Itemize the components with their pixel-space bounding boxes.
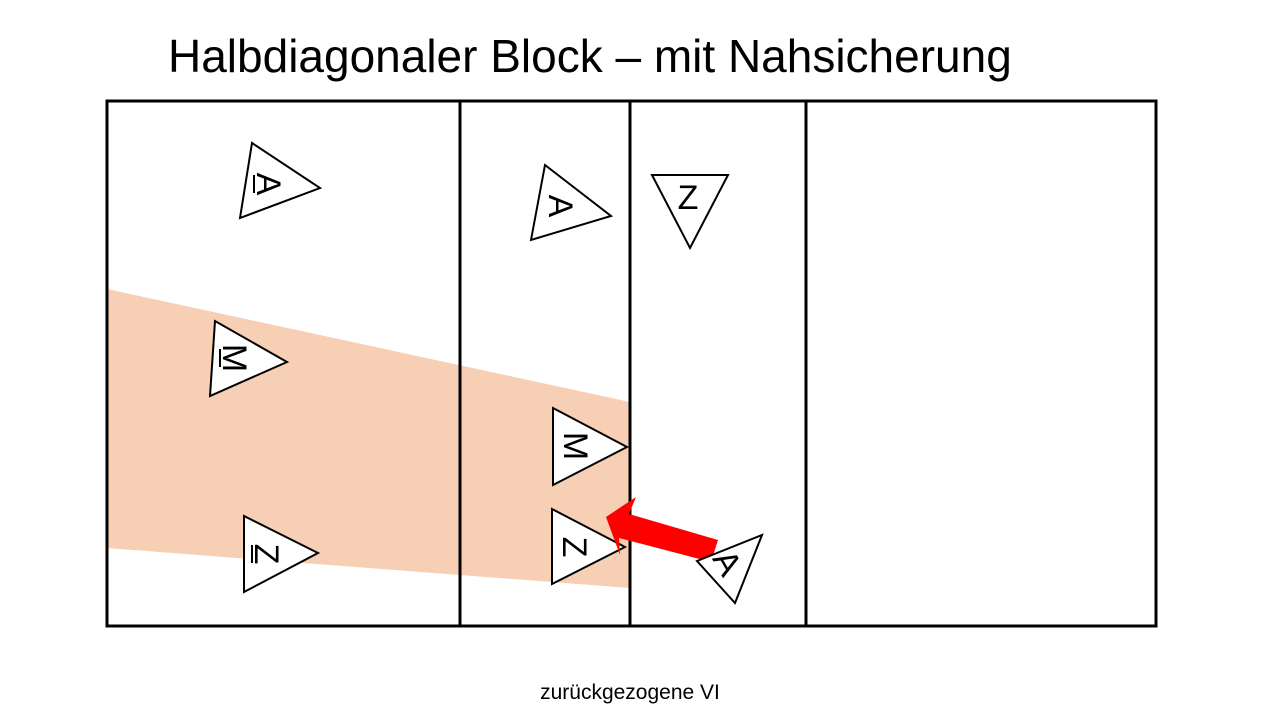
signal-marker-a-overline: A <box>238 141 323 220</box>
signal-marker-a: A <box>529 163 614 242</box>
marker-letter: Z <box>555 537 593 558</box>
retraction-arrow <box>606 497 718 562</box>
marker-letter: A <box>249 173 287 196</box>
marker-letter: Z <box>247 544 285 565</box>
marker-letter: M <box>215 344 253 372</box>
page-title: Halbdiagonaler Block – mit Nahsicherung <box>168 30 1012 82</box>
marker-letter: Z <box>678 179 699 217</box>
marker-letter: M <box>556 432 594 460</box>
caption: zurückgezogene VI <box>540 681 720 704</box>
signal-marker-z-overline: Z <box>243 514 321 594</box>
signal-marker-m: M <box>552 406 630 487</box>
signal-marker-z: Z <box>551 507 628 586</box>
signal-marker-m-overline: M <box>208 319 290 398</box>
signal-marker-z-down: Z <box>650 174 730 251</box>
marker-letter: A <box>541 195 579 218</box>
